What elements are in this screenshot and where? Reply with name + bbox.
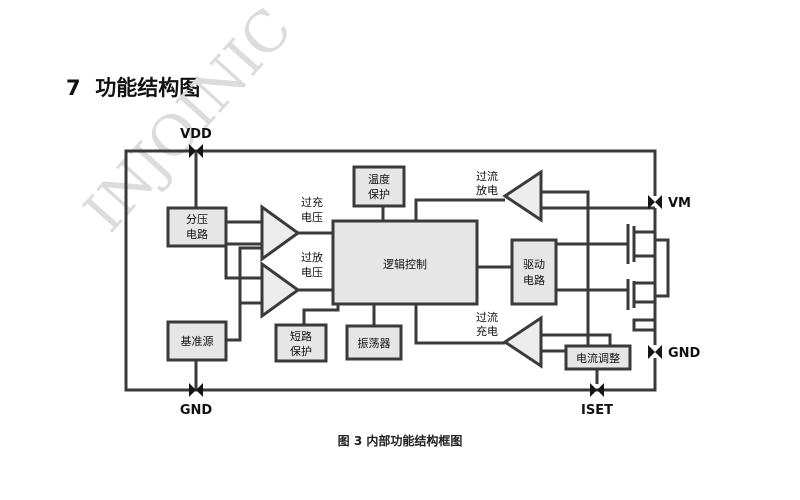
driver-label-1: 驱动 bbox=[523, 258, 545, 271]
divider-label-2: 电路 bbox=[186, 228, 208, 241]
section-title: 7 功能结构图 bbox=[66, 72, 200, 102]
wire-driver-mosfets bbox=[556, 242, 628, 292]
divider-block: 分压 电路 bbox=[166, 206, 228, 248]
comparator-overcharge bbox=[260, 204, 301, 262]
short-label-2: 保护 bbox=[290, 344, 312, 358]
section-number: 7 bbox=[66, 76, 81, 100]
divider-label-1: 分压 bbox=[186, 213, 208, 226]
comparator-overcurrent-charge bbox=[502, 315, 543, 369]
logic-label: 逻辑控制 bbox=[383, 257, 427, 271]
oscillator-label: 振荡器 bbox=[358, 336, 391, 350]
overdischarge-label-1: 过放 bbox=[301, 250, 323, 264]
occ-label-2: 充电 bbox=[476, 324, 498, 338]
wire-ocd bbox=[414, 190, 655, 364]
temp-protect-block: 温度 保护 bbox=[352, 165, 406, 208]
wire-short-logic bbox=[302, 304, 340, 325]
ocd-label-1: 过流 bbox=[476, 169, 498, 183]
iset-pin-label: ISET bbox=[581, 403, 613, 418]
comparator-overcurrent-discharge bbox=[502, 169, 543, 223]
reference-label: 基准源 bbox=[181, 334, 214, 348]
logic-block: 逻辑控制 bbox=[331, 219, 479, 306]
temp-label-1: 温度 bbox=[368, 172, 390, 186]
occ-label-1: 过流 bbox=[476, 310, 498, 324]
section-heading: 功能结构图 bbox=[95, 76, 201, 100]
vm-pin-icon bbox=[648, 195, 662, 209]
iset-pin-icon bbox=[590, 383, 604, 397]
short-label-1: 短路 bbox=[290, 329, 312, 343]
vm-pin-label: VM bbox=[668, 196, 691, 211]
figure-caption: 图 3 内部功能结构框图 bbox=[337, 434, 463, 448]
reference-block: 基准源 bbox=[166, 320, 228, 362]
wire-reference-comparators bbox=[226, 246, 262, 342]
current-adjust-label: 电流调整 bbox=[576, 351, 620, 365]
oscillator-block: 振荡器 bbox=[345, 324, 403, 361]
driver-label-2: 电路 bbox=[523, 274, 545, 287]
gnd-right-pin-label: GND bbox=[668, 346, 701, 361]
temp-label-2: 保护 bbox=[368, 187, 390, 201]
overcharge-label-1: 过充 bbox=[301, 195, 323, 209]
overcharge-label-2: 电压 bbox=[301, 211, 323, 224]
short-protect-block: 短路 保护 bbox=[274, 323, 328, 363]
vdd-pin-label: VDD bbox=[180, 127, 212, 142]
vdd-pin-icon bbox=[189, 144, 203, 158]
mosfet-body-diodes bbox=[655, 238, 670, 298]
comparator-overdischarge bbox=[260, 261, 301, 319]
gnd-bottom-pin-icon bbox=[189, 383, 203, 397]
gnd-right-pin-icon bbox=[648, 345, 662, 359]
gnd-bottom-pin-label: GND bbox=[180, 403, 213, 418]
mosfet-chain bbox=[626, 224, 657, 345]
current-adjust-block: 电流调整 bbox=[564, 344, 632, 371]
overdischarge-label-2: 电压 bbox=[301, 266, 323, 279]
ocd-label-2: 放电 bbox=[476, 183, 498, 197]
wire-divider-comparators bbox=[224, 220, 262, 280]
driver-block: 驱动 电路 bbox=[510, 238, 558, 306]
